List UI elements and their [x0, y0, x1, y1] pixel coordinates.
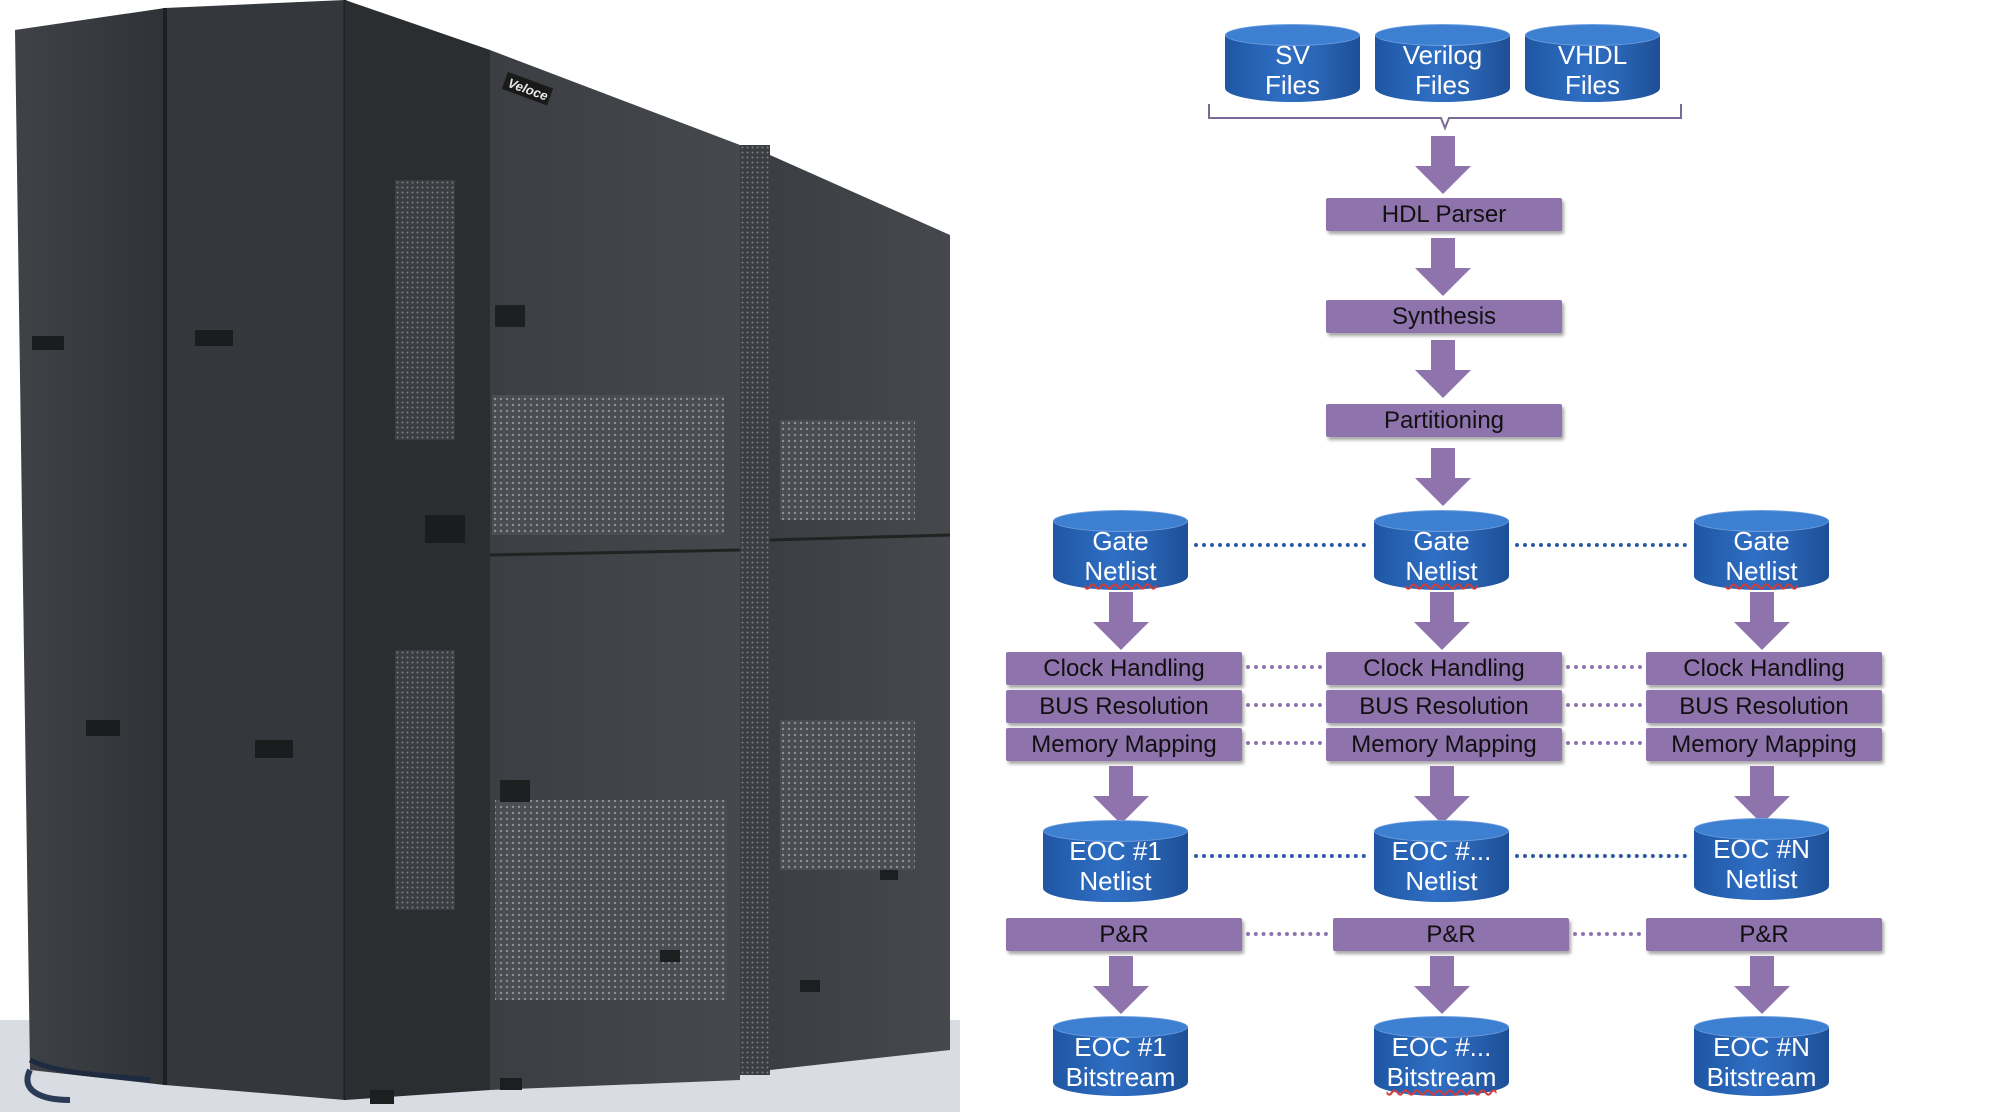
eoc-bitstream-line2: Bitstream: [1706, 1062, 1817, 1092]
gate-netlist-line2: Netlist: [1084, 556, 1157, 586]
memory-link-dots-1: [1246, 741, 1322, 745]
clock-handling-box-3: Clock Handling: [1646, 652, 1882, 685]
eoc-bitstream-line1: EOC #N: [1713, 1032, 1810, 1062]
synthesis-box: Synthesis: [1326, 300, 1562, 333]
place-and-route-box-3: P&R: [1646, 918, 1882, 951]
arrow-down-icon: [1414, 592, 1470, 650]
arrow-down-icon: [1734, 956, 1790, 1014]
sv-files-line1: SV: [1275, 40, 1310, 70]
arrow-down-icon: [1415, 136, 1471, 194]
netlist-link-dots-1: [1194, 543, 1366, 547]
memory-mapping-box-2: Memory Mapping: [1326, 728, 1562, 761]
arrow-down-icon: [1415, 448, 1471, 506]
bus-link-dots-2: [1566, 703, 1642, 707]
place-and-route-box-1: P&R: [1006, 918, 1242, 951]
arrow-down-icon: [1093, 956, 1149, 1014]
pr-link-dots-2: [1573, 932, 1641, 936]
gate-netlist-line2: Netlist: [1405, 556, 1478, 586]
eoc-netlist-line1: EOC #...: [1391, 836, 1492, 866]
eoc-bitstream-line1: EOC #...: [1391, 1032, 1492, 1062]
arrow-down-icon: [1414, 956, 1470, 1014]
vhdl-files-line2: Files: [1565, 70, 1620, 100]
arrow-down-icon: [1093, 766, 1149, 824]
bus-resolution-box-3: BUS Resolution: [1646, 690, 1882, 723]
clock-handling-box-1: Clock Handling: [1006, 652, 1242, 685]
arrow-down-icon: [1415, 340, 1471, 398]
eoc-bitstream-line2: Bitstream: [1065, 1062, 1176, 1092]
eoc-netlist-link-dots-1: [1194, 854, 1366, 858]
clock-link-dots-2: [1566, 665, 1642, 669]
eoc-netlist-line2: Netlist: [1725, 864, 1798, 894]
eoc-bitstream-cylinder-2: EOC #...Bitstream: [1374, 1016, 1509, 1096]
bus-resolution-box-1: BUS Resolution: [1006, 690, 1242, 723]
gate-netlist-line1: Gate: [1733, 526, 1790, 556]
partitioning-box: Partitioning: [1326, 404, 1562, 437]
eoc-netlist-line1: EOC #1: [1069, 836, 1162, 866]
verilog-files-line2: Files: [1415, 70, 1470, 100]
eoc-netlist-cylinder-2: EOC #...Netlist: [1374, 820, 1509, 902]
arrow-down-icon: [1414, 766, 1470, 824]
verilog-files-line1: Verilog: [1402, 40, 1483, 70]
arrow-down-icon: [1734, 592, 1790, 650]
memory-mapping-box-3: Memory Mapping: [1646, 728, 1882, 761]
eoc-netlist-link-dots-2: [1515, 854, 1687, 858]
vhdl-files-line1: VHDL: [1557, 40, 1628, 70]
hdl-parser-box: HDL Parser: [1326, 198, 1562, 231]
netlist-link-dots-2: [1515, 543, 1687, 547]
arrow-down-icon: [1093, 592, 1149, 650]
emulator-cabinet-photo: Veloce: [0, 0, 960, 1112]
eoc-netlist-line2: Netlist: [1079, 866, 1152, 896]
sv-files-line2: Files: [1265, 70, 1320, 100]
eoc-netlist-line2: Netlist: [1405, 866, 1478, 896]
sources-bracket: [1208, 104, 1682, 131]
gate-netlist-line1: Gate: [1092, 526, 1149, 556]
arrow-down-icon: [1734, 766, 1790, 824]
eoc-bitstream-line1: EOC #1: [1074, 1032, 1167, 1062]
arrow-down-icon: [1415, 238, 1471, 296]
gate-netlist-line1: Gate: [1413, 526, 1470, 556]
clock-link-dots-1: [1246, 665, 1322, 669]
eoc-bitstream-line2: Bitstream: [1386, 1062, 1497, 1092]
place-and-route-box-2: P&R: [1333, 918, 1569, 951]
eoc-netlist-line1: EOC #N: [1713, 834, 1810, 864]
bus-resolution-box-2: BUS Resolution: [1326, 690, 1562, 723]
bus-link-dots-1: [1246, 703, 1322, 707]
memory-mapping-box-1: Memory Mapping: [1006, 728, 1242, 761]
clock-handling-box-2: Clock Handling: [1326, 652, 1562, 685]
gate-netlist-line2: Netlist: [1725, 556, 1798, 586]
pr-link-dots-1: [1246, 932, 1328, 936]
memory-link-dots-2: [1566, 741, 1642, 745]
